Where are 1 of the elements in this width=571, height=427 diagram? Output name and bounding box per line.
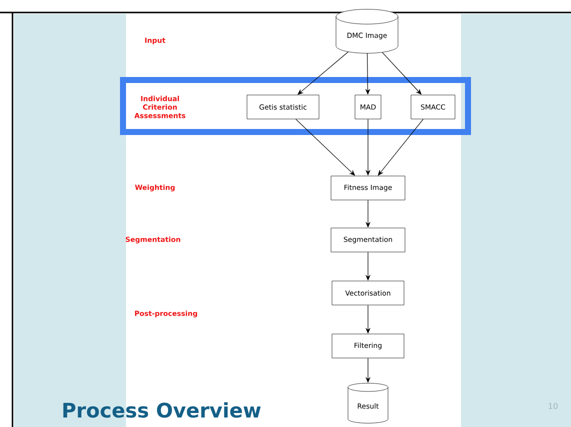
slide-title: Process Overview (63, 402, 261, 418)
